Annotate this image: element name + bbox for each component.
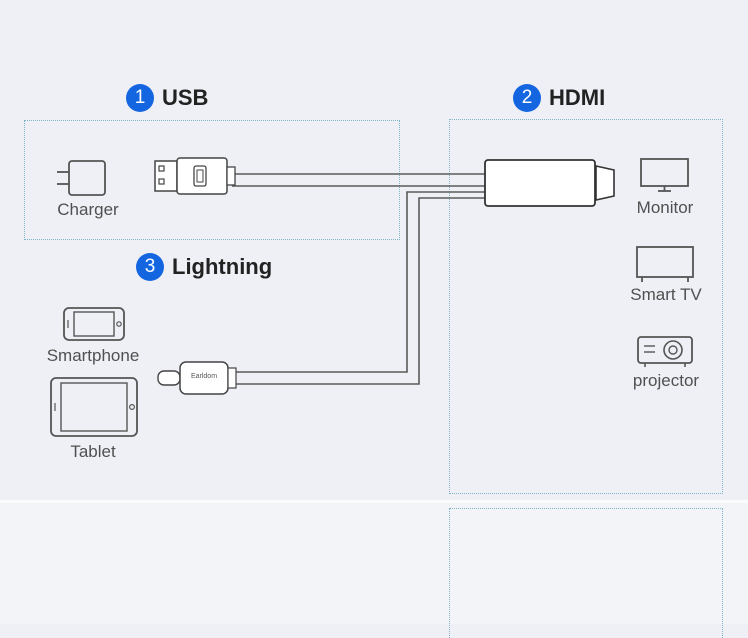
charger-icon	[57, 160, 106, 196]
monitor-label: Monitor	[636, 198, 694, 217]
cable-brand-text: Earldom	[190, 373, 218, 380]
cable-diagram	[154, 157, 615, 395]
usb-label: USB	[162, 85, 209, 110]
usb-header: 1 USB	[126, 84, 208, 112]
step-badge-1: 1	[126, 84, 154, 112]
hdmi-label: HDMI	[549, 85, 606, 110]
usb-section-box	[24, 120, 400, 240]
lightning-plug	[157, 361, 237, 395]
smartphone-label: Smartphone	[46, 346, 140, 365]
step-badge-2: 2	[513, 84, 541, 112]
smart-tv-label: Smart TV	[630, 285, 702, 304]
hdmi-plug	[484, 159, 615, 207]
smartphone-icon	[63, 307, 125, 341]
usb-plug	[154, 157, 236, 195]
panel-separator	[0, 500, 748, 503]
lightning-label: Lightning	[172, 254, 273, 279]
lightning-cable	[235, 191, 485, 373]
lightning-header: 3 Lightning	[136, 253, 272, 281]
projector-icon	[637, 336, 693, 367]
smart-tv-icon	[636, 246, 694, 282]
monitor-icon	[640, 158, 689, 192]
step-badge-3: 3	[136, 253, 164, 281]
projector-label: projector	[632, 371, 700, 390]
tablet-icon	[50, 377, 138, 437]
lower-panel	[0, 503, 748, 624]
hdmi-section-box	[449, 119, 723, 494]
hdmi-header: 2 HDMI	[513, 84, 605, 112]
diagram-panel	[0, 0, 748, 500]
tablet-label: Tablet	[70, 442, 116, 461]
charger-label: Charger	[57, 200, 119, 219]
lower-right-box	[449, 508, 723, 638]
